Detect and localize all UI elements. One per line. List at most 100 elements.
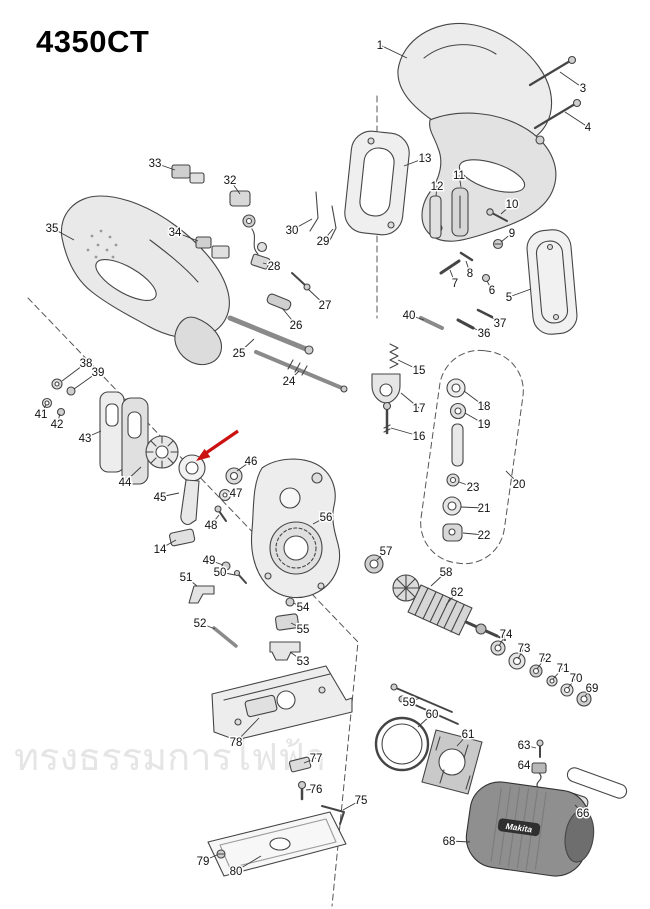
leader-line-28 <box>262 262 275 267</box>
part-art-lever-11 <box>451 187 469 237</box>
leader-line-56 <box>312 516 327 525</box>
part-art-washer-72 <box>529 664 543 678</box>
part-number-35: 35 <box>46 223 59 235</box>
part-number-55: 55 <box>297 624 310 636</box>
leader-line-43 <box>84 430 102 439</box>
part-number-13: 13 <box>419 153 432 165</box>
part-art-wrench-75 <box>321 805 345 825</box>
part-art-screw-79 <box>216 849 226 859</box>
part-art-pin-52 <box>212 626 238 648</box>
leader-line-9 <box>500 232 513 243</box>
leader-line-70 <box>567 677 577 689</box>
part-art-bolt-76 <box>297 780 307 801</box>
part-number-44: 44 <box>119 477 132 489</box>
part-number-59: 59 <box>403 697 416 709</box>
part-art-bracket-43 <box>99 391 125 473</box>
part-number-12: 12 <box>431 181 444 193</box>
part-art-spring-29 <box>329 205 337 241</box>
part-number-29: 29 <box>317 236 330 248</box>
part-number-73: 73 <box>518 643 531 655</box>
part-number-69: 69 <box>586 683 599 695</box>
leader-line-50 <box>219 571 236 576</box>
part-art-screw-27 <box>291 272 311 291</box>
leader-line-15 <box>397 359 420 371</box>
leader-line-41 <box>40 404 47 415</box>
part-art-bearing-69 <box>576 691 592 707</box>
leader-line-54 <box>292 602 304 608</box>
part-art-cylinder-20 <box>451 423 464 467</box>
part-art-washer-19 <box>449 402 467 420</box>
leader-line-8 <box>465 260 471 274</box>
part-number-39: 39 <box>92 367 105 379</box>
part-number-23: 23 <box>467 482 480 494</box>
part-art-roller-guide-17 <box>371 373 401 404</box>
part-number-20: 20 <box>513 479 526 491</box>
part-number-45: 45 <box>154 492 167 504</box>
leader-line-76 <box>305 788 317 791</box>
leader-line-12 <box>435 185 438 197</box>
part-number-78: 78 <box>230 737 243 749</box>
part-number-27: 27 <box>319 300 332 312</box>
leader-line-51 <box>185 576 198 587</box>
leader-line-38 <box>61 362 87 382</box>
leader-line-44 <box>124 466 142 483</box>
leader-line-39 <box>73 371 99 390</box>
part-number-34: 34 <box>169 227 182 239</box>
part-art-cover-5 <box>526 229 578 335</box>
part-art-ring-70 <box>560 683 574 697</box>
leader-line-40 <box>408 314 425 321</box>
part-art-washer-71 <box>546 675 558 687</box>
part-art-screw-10 <box>486 208 508 222</box>
part-number-6: 6 <box>489 285 495 297</box>
part-art-washer-49 <box>221 561 231 571</box>
leader-line-57 <box>376 550 387 561</box>
leader-line-24 <box>288 370 300 382</box>
leader-line-32 <box>229 179 241 195</box>
part-number-48: 48 <box>205 520 218 532</box>
part-number-22: 22 <box>478 530 491 542</box>
part-number-1: 1 <box>377 40 383 52</box>
leader-line-25 <box>238 338 255 354</box>
leader-line-49 <box>208 559 224 566</box>
part-art-motor-housing-68: Makita <box>465 781 595 877</box>
part-number-71: 71 <box>557 663 570 675</box>
leader-line-71 <box>552 667 564 680</box>
part-number-62: 62 <box>451 587 464 599</box>
part-number-9: 9 <box>509 228 515 240</box>
part-art-ring-23 <box>446 473 460 487</box>
leader-line-23 <box>458 481 474 488</box>
leader-line-3 <box>559 71 584 89</box>
part-number-18: 18 <box>478 401 491 413</box>
part-number-64: 64 <box>518 760 531 772</box>
leader-line-1 <box>379 44 408 59</box>
part-art-cap-22 <box>442 523 463 542</box>
part-art-carbon-brush-64 <box>531 762 547 790</box>
part-number-32: 32 <box>224 175 237 187</box>
part-number-53: 53 <box>297 656 310 668</box>
part-art-bearing-74 <box>490 640 506 656</box>
part-number-26: 26 <box>290 320 303 332</box>
part-number-49: 49 <box>203 555 216 567</box>
leader-line-7 <box>449 269 456 284</box>
part-number-77: 77 <box>310 753 323 765</box>
leader-line-33 <box>154 162 176 171</box>
part-art-field-61 <box>421 729 483 795</box>
leader-line-11 <box>458 174 462 188</box>
leader-line-35 <box>51 227 75 241</box>
part-art-label-plate-66 <box>566 767 628 799</box>
part-number-79: 79 <box>197 856 210 868</box>
part-number-63: 63 <box>518 740 531 752</box>
part-number-30: 30 <box>286 225 299 237</box>
leader-line-45 <box>159 492 180 498</box>
leader-line-72 <box>536 657 546 670</box>
highlight-arrow-icon <box>196 429 239 461</box>
brand-label: Makita <box>505 821 533 835</box>
part-art-base-holder-78 <box>211 665 353 741</box>
part-art-switch-34 <box>195 236 230 259</box>
leader-line-4 <box>564 111 589 128</box>
leader-line-53 <box>289 651 304 662</box>
part-art-washer-38 <box>51 378 63 390</box>
part-art-gear-housing-56 <box>250 458 341 599</box>
part-number-28: 28 <box>268 261 281 273</box>
leader-line-26 <box>281 307 297 326</box>
